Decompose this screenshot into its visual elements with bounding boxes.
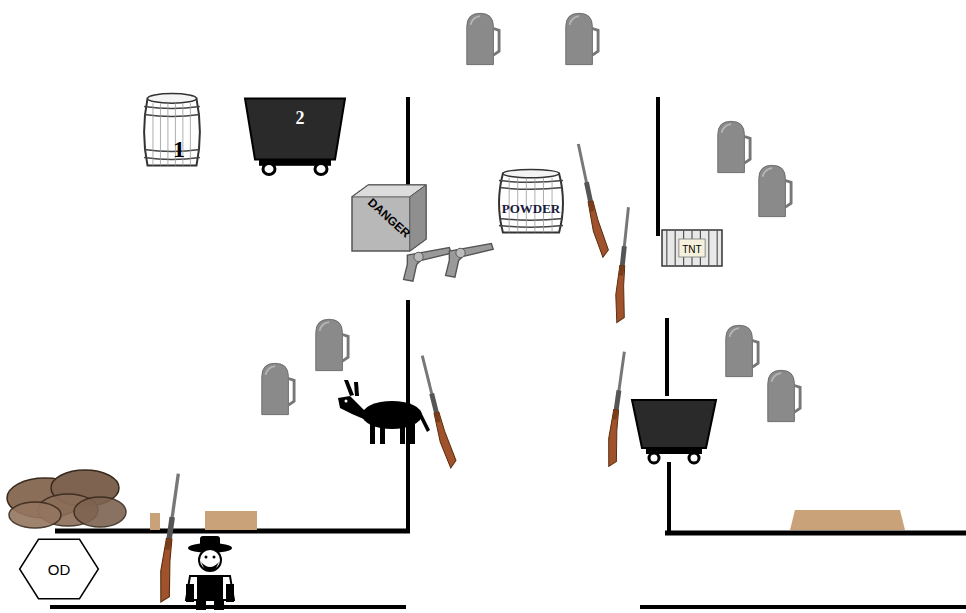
mug-icon [316,319,348,370]
mine-walls [50,97,966,607]
ground [640,605,966,609]
pistol-icon [446,244,494,278]
wood-plank [150,513,160,530]
mug-icons [262,13,800,421]
rifle-icons [156,142,635,603]
wall [665,318,669,396]
mine-cart [632,400,716,463]
cowboy-player [186,536,234,610]
rifle-icon [419,354,458,469]
powder-barrel: POWDER [492,168,570,238]
wall [406,97,410,186]
numbered-barrel: 1 [138,92,206,172]
rifle-icon [605,351,632,467]
hexagon-marker: OD [18,538,100,600]
wood-plank [205,511,257,530]
floor [665,531,966,536]
item-label: OD [48,561,71,578]
wood-plank [790,510,905,530]
barrel-outline [138,92,206,172]
item-label: TNT [682,244,701,255]
pistol-icon [404,248,452,282]
rock-pile [7,470,126,528]
rifle-icon [575,142,610,258]
item-label: 1 [173,136,185,163]
mug-icon [718,121,750,172]
wall [667,462,671,534]
item-label: POWDER [502,201,561,217]
ground [50,605,406,609]
danger-crate: DANGER [352,185,426,251]
tnt-crate: TNT [662,230,722,266]
rifle-icon [156,473,186,603]
mug-icon [566,13,598,64]
rifle-icon [613,207,636,324]
donkey-icon [338,380,430,444]
wall [656,97,660,236]
mug-icon [759,165,791,216]
item-label: 2 [296,108,305,129]
mug-icon [262,363,294,414]
mug-icon [467,13,499,64]
numbered-cart: 2 [245,97,345,177]
cart-outline [245,97,345,177]
mug-icon [726,325,758,376]
mug-icon [768,370,800,421]
